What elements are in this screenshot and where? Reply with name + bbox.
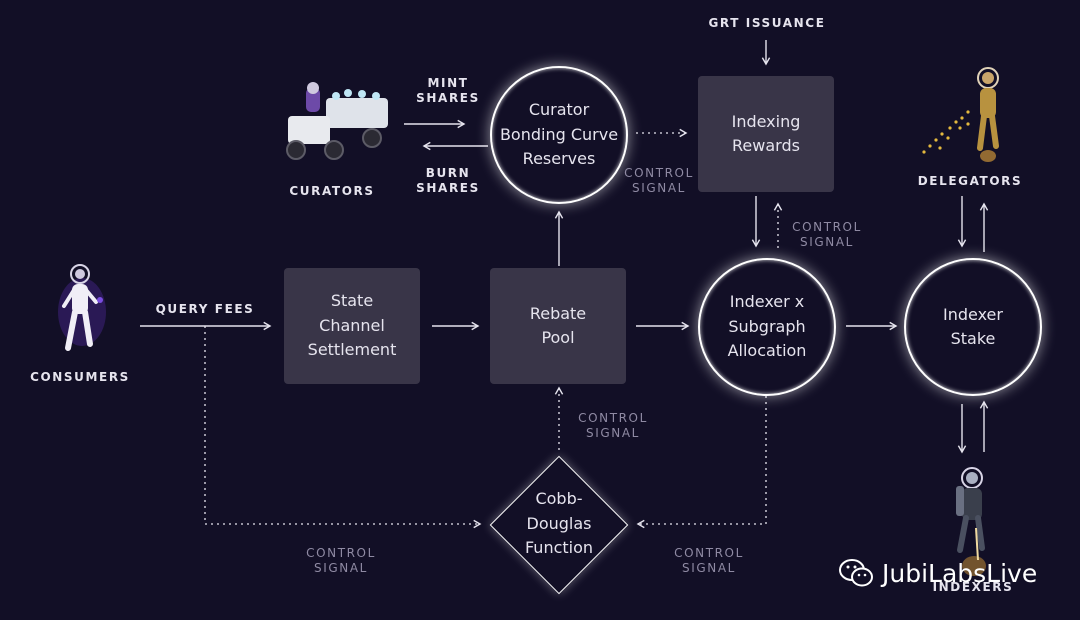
curator-vehicle-icon — [286, 82, 388, 160]
delegators-label: DELEGATORS — [917, 174, 1023, 188]
burn-shares-label: BURN SHARES — [416, 166, 480, 195]
grt-issuance-label: GRT ISSUANCE — [708, 16, 826, 30]
indexers-actor: INDEXERS — [920, 462, 1026, 598]
control-signal-label-fees: CONTROL SIGNAL — [306, 546, 376, 575]
delegators-actor: DELEGATORS — [912, 64, 1028, 190]
curators-actor: CURATORS — [270, 82, 394, 200]
curators-label: CURATORS — [289, 184, 375, 198]
astronaut-consumer-icon — [58, 264, 106, 351]
indexer-stake-circle: Indexer Stake — [904, 258, 1042, 396]
control-signal-label-rebate: CONTROL SIGNAL — [578, 411, 648, 440]
indexing-rewards-box: Indexing Rewards — [698, 76, 834, 192]
state-channel-label: State Channel Settlement — [307, 291, 397, 360]
rebate-pool-label: Rebate Pool — [529, 303, 587, 348]
watermark: JubiLabsLive — [838, 558, 1037, 588]
astronaut-indexer-icon — [956, 467, 986, 576]
query-fees-label: QUERY FEES — [155, 302, 255, 316]
control-signal-label-cobb: CONTROL SIGNAL — [674, 546, 744, 575]
control-signal-label-reserves: CONTROL SIGNAL — [624, 166, 694, 195]
consumers-actor: CONSUMERS — [20, 262, 140, 388]
indexing-rewards-label: Indexing Rewards — [731, 111, 801, 156]
indexers-label: INDEXERS — [932, 580, 1014, 594]
rebate-pool-box: Rebate Pool — [490, 268, 626, 384]
cobb-douglas-text-wrap: Cobb- Douglas Function — [500, 474, 618, 574]
state-channel-box: State Channel Settlement — [284, 268, 420, 384]
curator-reserves-circle: Curator Bonding Curve Reserves — [490, 66, 628, 204]
consumers-label: CONSUMERS — [30, 370, 130, 384]
indexer-allocation-label: Indexer x Subgraph Allocation — [727, 292, 807, 361]
indexer-stake-label: Indexer Stake — [943, 304, 1003, 349]
watermark-text: JubiLabsLive — [882, 558, 1038, 588]
cobb-douglas-label: Cobb- Douglas Function — [524, 489, 594, 558]
curator-reserves-label: Curator Bonding Curve Reserves — [499, 100, 619, 169]
signal-allocation-to-cobb — [636, 396, 767, 529]
mint-shares-label: MINT SHARES — [416, 76, 480, 105]
astronaut-delegator-icon — [922, 67, 999, 162]
signal-fees-to-cobb — [204, 326, 482, 529]
wechat-icon — [839, 559, 873, 587]
control-signal-label-allocation: CONTROL SIGNAL — [792, 220, 862, 249]
indexer-allocation-circle: Indexer x Subgraph Allocation — [698, 258, 836, 396]
